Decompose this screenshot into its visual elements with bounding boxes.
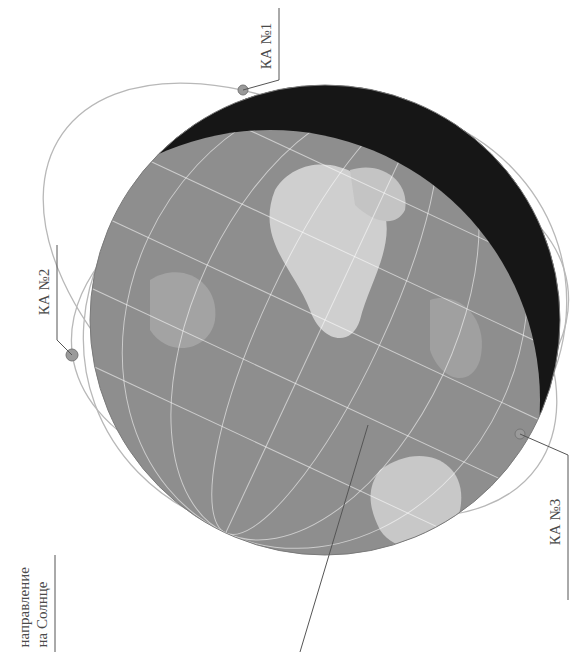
direction-label: направление на Солнце — [15, 553, 51, 648]
satellite-label: КА №1 — [257, 23, 275, 69]
leader-lines — [55, 8, 568, 652]
satellite-label: КА №2 — [35, 269, 53, 315]
satellite-label: КА №3 — [546, 499, 564, 545]
satellite-dots — [66, 85, 525, 439]
